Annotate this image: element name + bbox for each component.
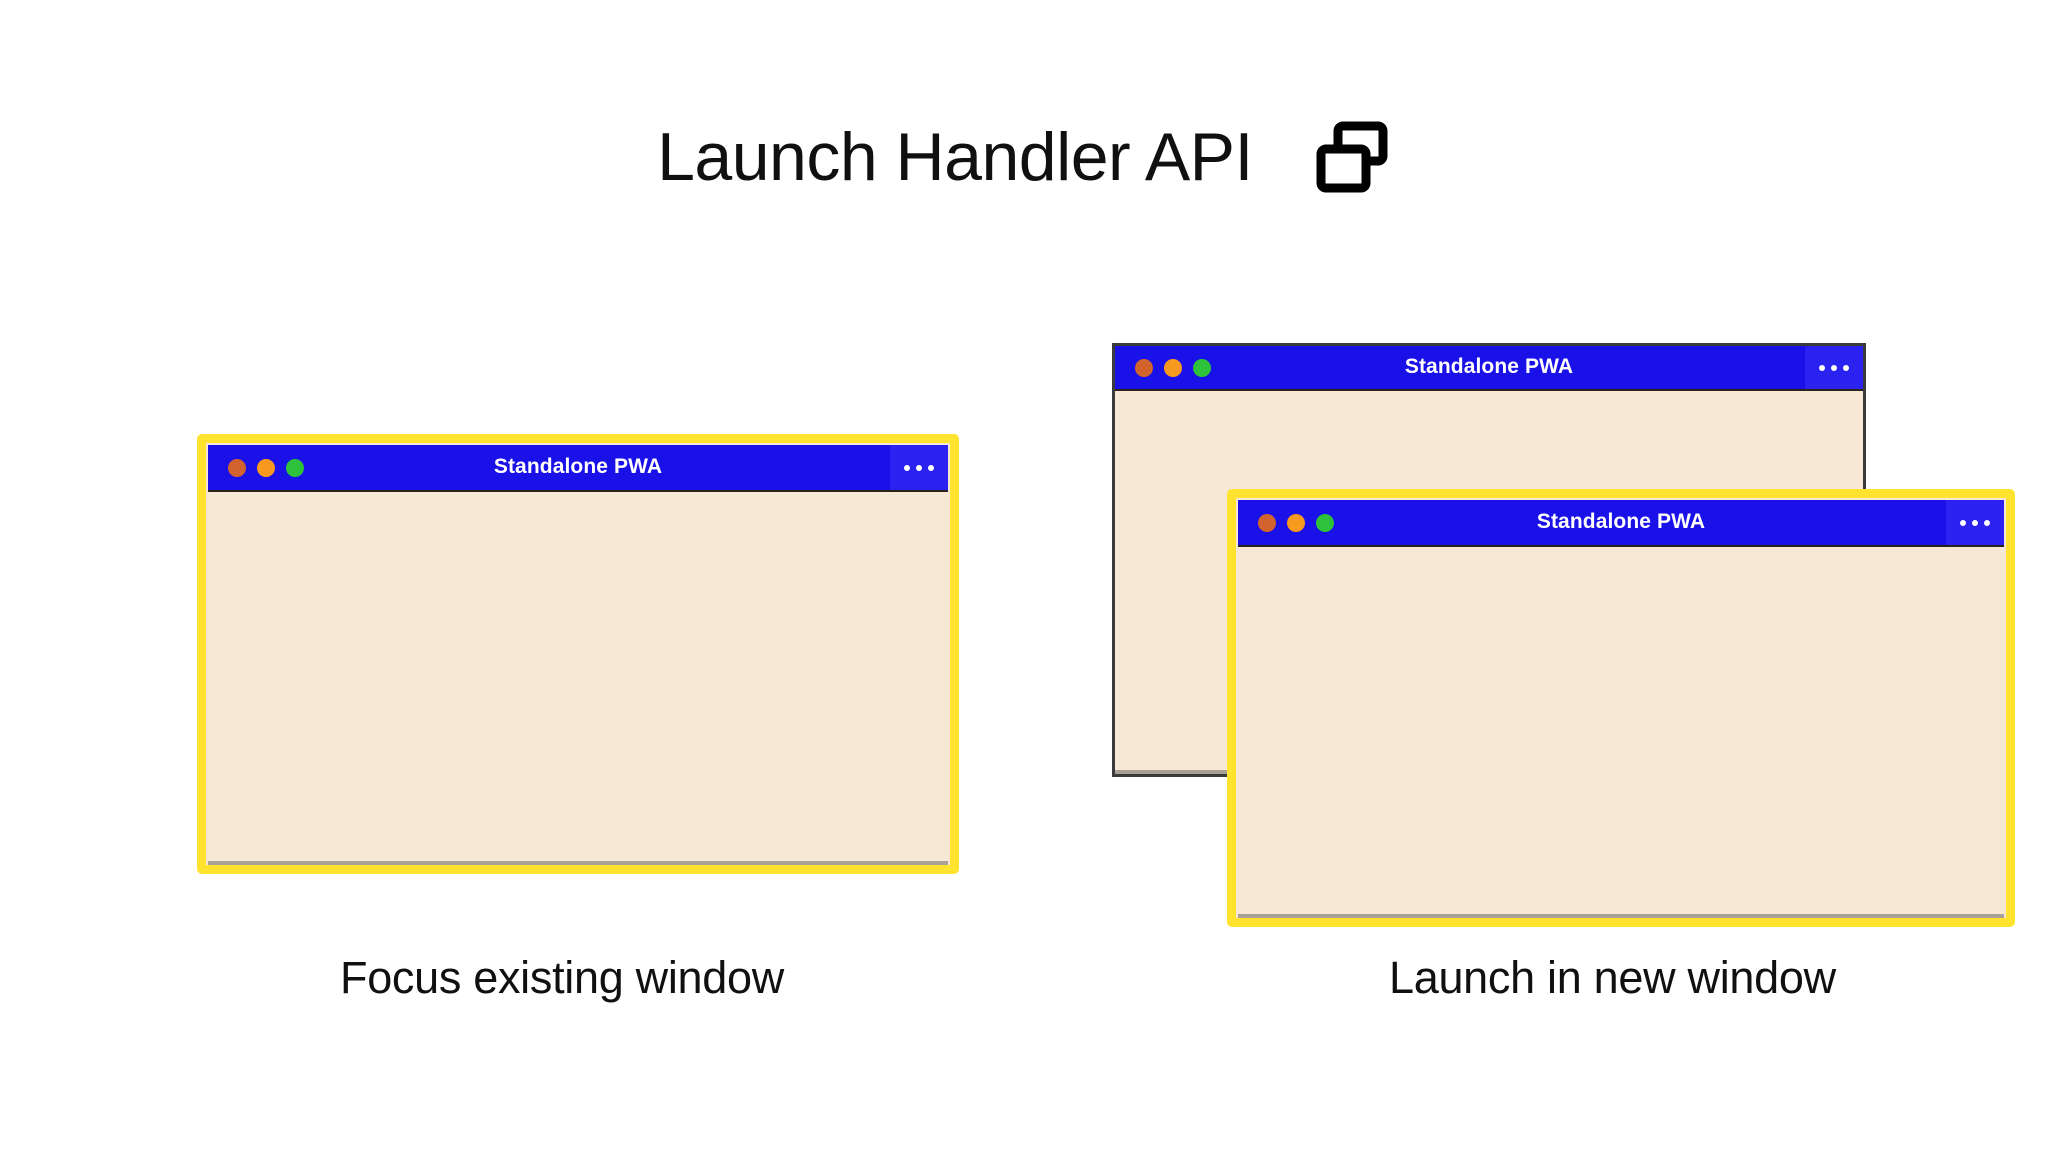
window-title: Standalone PWA (493, 454, 663, 478)
menu-dot (1984, 519, 1990, 526)
window-frame: Standalone PWA (1238, 500, 2004, 918)
window-title: Standalone PWA (1404, 354, 1574, 378)
window-title: Standalone PWA (1536, 509, 1706, 533)
caption-focus-existing-window: Focus existing window (340, 952, 784, 1003)
overflow-menu-icon[interactable] (1805, 346, 1863, 389)
menu-dot (1831, 364, 1837, 371)
menu-dot (904, 464, 910, 471)
traffic-light-buttons (228, 458, 304, 477)
window-content-area (208, 492, 948, 861)
traffic-light-buttons (1135, 358, 1211, 377)
overflow-menu-icon[interactable] (890, 445, 948, 490)
overflow-menu-icon[interactable] (1946, 500, 2004, 545)
menu-dot (1843, 364, 1849, 371)
window-titlebar[interactable]: Standalone PWA (1238, 500, 2004, 547)
close-dot-icon[interactable] (1135, 358, 1153, 377)
page-header: Launch Handler API (0, 118, 2048, 196)
page-title: Launch Handler API (657, 119, 1253, 195)
windows-overlap-icon (1313, 118, 1391, 196)
minimize-dot-icon[interactable] (257, 458, 275, 477)
minimize-dot-icon[interactable] (1164, 358, 1182, 377)
minimize-dot-icon[interactable] (1287, 513, 1305, 532)
window-frame: Standalone PWA (208, 445, 948, 865)
window-titlebar[interactable]: Standalone PWA (208, 445, 948, 492)
maximize-dot-icon[interactable] (1193, 358, 1211, 377)
menu-dot (1960, 519, 1966, 526)
close-dot-icon[interactable] (228, 458, 246, 477)
menu-dot (928, 464, 934, 471)
window-new-instance[interactable]: Standalone PWA (1227, 489, 2015, 927)
menu-dot (1972, 519, 1978, 526)
maximize-dot-icon[interactable] (1316, 513, 1334, 532)
window-focus-existing[interactable]: Standalone PWA (197, 434, 959, 874)
traffic-light-buttons (1258, 513, 1334, 532)
caption-launch-in-new-window: Launch in new window (1389, 952, 1836, 1003)
menu-dot (916, 464, 922, 471)
window-titlebar[interactable]: Standalone PWA (1115, 346, 1863, 391)
window-content-area (1238, 547, 2004, 914)
menu-dot (1819, 364, 1825, 371)
maximize-dot-icon[interactable] (286, 458, 304, 477)
close-dot-icon[interactable] (1258, 513, 1276, 532)
